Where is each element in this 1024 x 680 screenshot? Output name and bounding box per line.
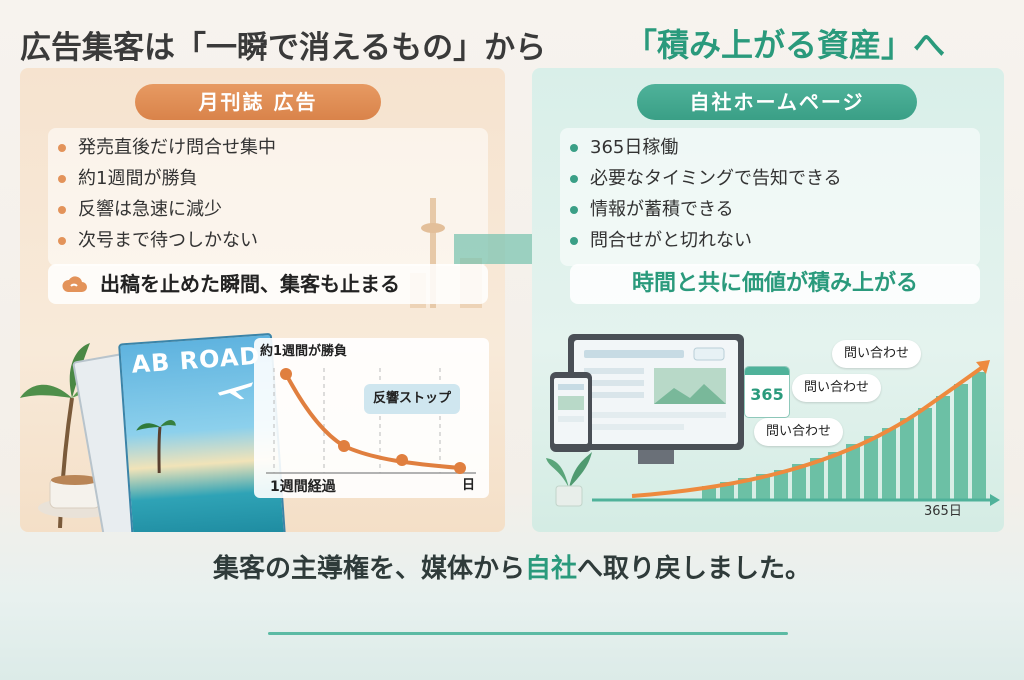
list-item-text: 問合せがと切れない (590, 230, 752, 251)
potted-plant-illustration (546, 452, 592, 507)
inquiry-bubble: 問い合わせ (832, 340, 922, 368)
growth-axis-label: 365日 (924, 504, 962, 519)
magazine-ad-panel: 月刊誌 広告 発売直後だけ問合せ集中 約1週間が勝負 反響は急速に減少 次号まで… (20, 68, 505, 532)
bullet-dot (58, 144, 66, 152)
decorative-underline (268, 632, 788, 635)
monitor-stand (638, 450, 674, 464)
decline-chart: 約1週間が勝負 反響ストップ 日 (254, 338, 489, 498)
bullet-dot (58, 237, 66, 245)
list-item: 次号まで待つしかない (48, 225, 488, 256)
calendar-number: 365 (750, 385, 784, 404)
homepage-panel: 自社ホームページ 365日稼働 必要なタイミングで告知できる 情報が蓄積できる … (532, 68, 1004, 532)
list-item-text: 365日稼働 (590, 137, 679, 158)
website-mockup (584, 347, 726, 430)
phone-screen (554, 378, 588, 444)
response-stop-label: 反響ストップ (364, 384, 460, 414)
bullet-dot (570, 206, 578, 214)
bullet-dot (570, 237, 578, 245)
magazine-cover: AB ROAD (118, 332, 286, 532)
airplane-icon (217, 382, 254, 400)
chart-week-label: 1週間経過 (270, 479, 336, 495)
list-item-text: 必要なタイミングで告知できる (590, 168, 842, 189)
growth-chart (592, 360, 1000, 506)
chart-top-label: 約1週間が勝負 (260, 344, 348, 359)
chart-axis-end-label: 日 (462, 478, 476, 493)
value-callout: 時間と共に価値が積み上がる (570, 264, 980, 304)
magazine-title: AB ROAD (130, 341, 262, 379)
bullet-dot (570, 175, 578, 183)
list-item: 365日稼働 (560, 132, 980, 163)
list-item: 問合せがと切れない (560, 225, 980, 256)
bullet-dot (58, 206, 66, 214)
magazine-ad-points: 発売直後だけ問合せ集中 約1週間が勝負 反響は急速に減少 次号まで待つしかない (48, 128, 488, 266)
calendar-header (745, 367, 789, 375)
list-item-text: 反響は急速に減少 (78, 199, 222, 220)
title-part-highlight: 「積み上がる資産」へ (625, 26, 946, 64)
title-part-before: 広告集客は「一瞬で消えるもの」から (20, 30, 547, 66)
palm-tree-icon (136, 420, 176, 474)
magazine-ad-heading: 月刊誌 広告 (135, 84, 381, 120)
stop-callout-text: 出稿を止めた瞬間、集客も止まる (100, 272, 400, 296)
conclusion-highlight: 自社 (524, 554, 577, 584)
monitor-screen (574, 340, 738, 444)
list-item: 必要なタイミングで告知できる (560, 163, 980, 194)
cloud-off-icon (62, 276, 87, 292)
conclusion-part-c: へ取り戻しました。 (577, 554, 812, 584)
list-item: 反響は急速に減少 (48, 194, 488, 225)
bullet-dot (58, 175, 66, 183)
page-title: 広告集客は「一瞬で消えるもの」から 「積み上がる資産」へ (20, 14, 1010, 66)
stop-callout: 出稿を止めた瞬間、集客も止まる (48, 264, 488, 304)
list-item: 情報が蓄積できる (560, 194, 980, 225)
smartphone-illustration (550, 372, 592, 452)
inquiry-bubble: 問い合わせ (792, 374, 882, 402)
list-item: 約1週間が勝負 (48, 163, 488, 194)
list-item-text: 発売直後だけ問合せ集中 (78, 137, 276, 158)
list-item-text: 次号まで待つしかない (78, 230, 258, 251)
desktop-monitor-illustration (568, 334, 744, 464)
bullet-dot (570, 144, 578, 152)
inquiry-bubble: 問い合わせ (754, 418, 844, 446)
list-item-text: 情報が蓄積できる (590, 199, 734, 220)
magazine-illustration: AB ROAD (72, 332, 286, 532)
list-item: 発売直後だけ問合せ集中 (48, 132, 488, 163)
calendar-365-icon: 365 (744, 366, 790, 418)
list-item-text: 約1週間が勝負 (78, 168, 198, 189)
decline-line (266, 368, 476, 474)
homepage-points: 365日稼働 必要なタイミングで告知できる 情報が蓄積できる 問合せがと切れない (560, 128, 980, 266)
conclusion-message: 集客の主導権を、媒体から自社へ取り戻しました。 (0, 548, 1024, 585)
conclusion-part-a: 集客の主導権を、媒体から (212, 554, 525, 584)
homepage-heading: 自社ホームページ (637, 84, 917, 120)
